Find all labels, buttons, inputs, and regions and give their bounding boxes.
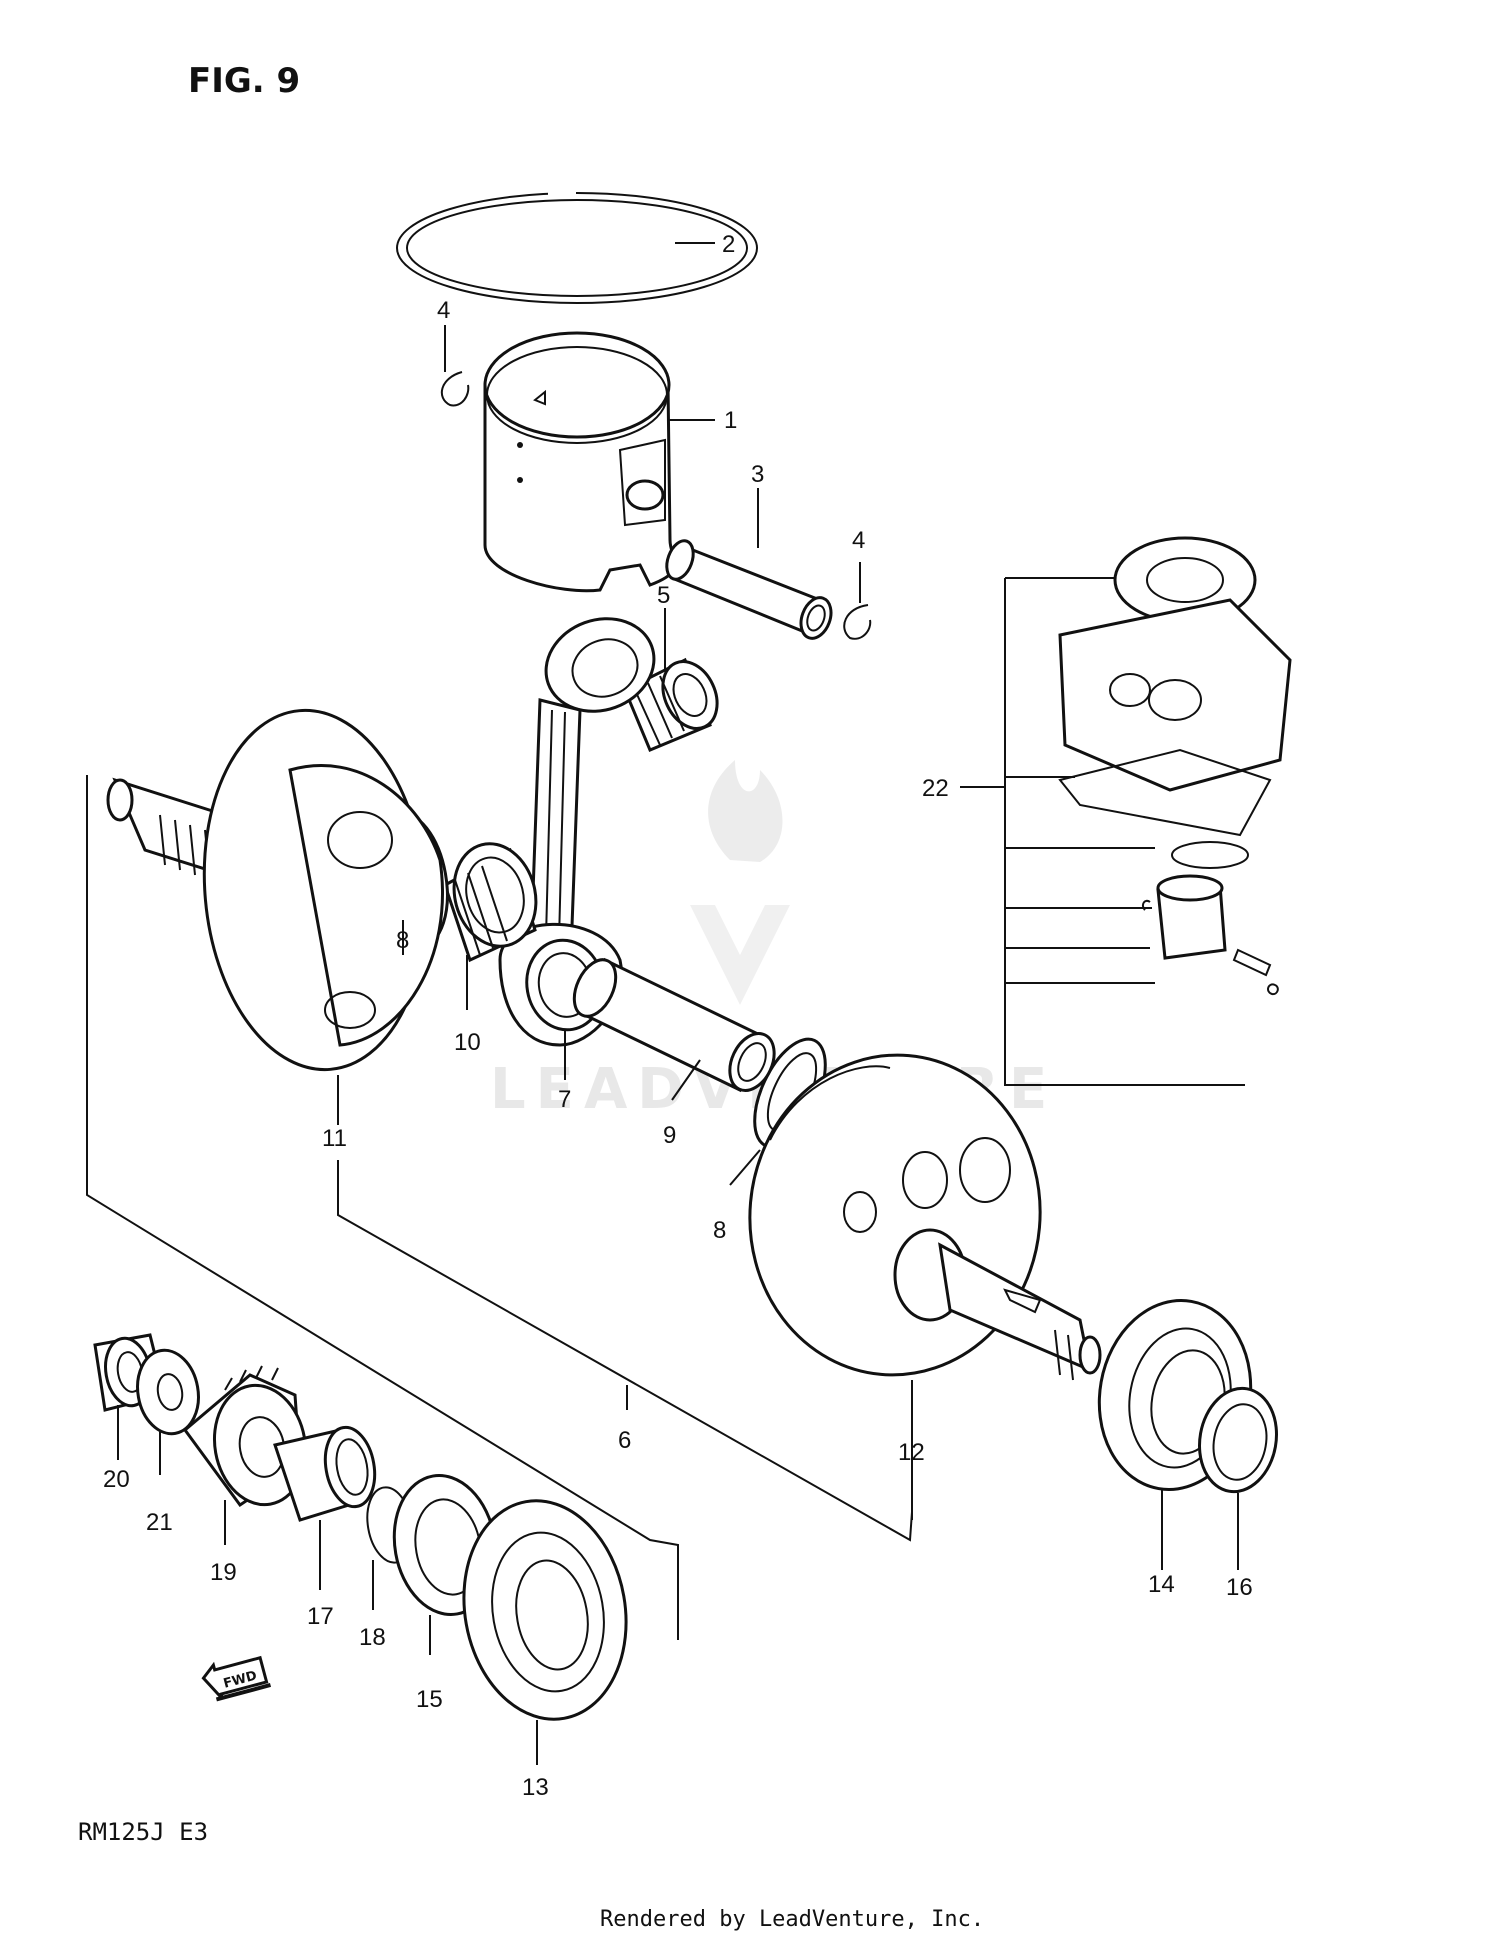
callout-5: 5 xyxy=(657,582,670,609)
callout-9: 9 xyxy=(663,1122,676,1149)
leader-lines xyxy=(86,242,1239,1765)
oil-seal-right xyxy=(1198,1386,1278,1494)
callout-14: 14 xyxy=(1148,1571,1175,1598)
footer-credit: Rendered by LeadVenture, Inc. xyxy=(600,1907,984,1932)
callout-3: 3 xyxy=(751,461,764,488)
forward-direction-arrow: FWD xyxy=(201,1655,272,1702)
callout-8-right: 8 xyxy=(713,1217,726,1244)
callout-19: 19 xyxy=(210,1559,237,1586)
circlip-left xyxy=(440,371,470,407)
washer xyxy=(136,1348,200,1436)
spacer xyxy=(273,1425,377,1522)
callout-20: 20 xyxy=(103,1466,130,1493)
circlip-right xyxy=(843,604,872,640)
gasket-set-inset xyxy=(1004,536,1292,1086)
piston xyxy=(483,331,677,593)
callout-8-left: 8 xyxy=(396,927,409,954)
callout-2: 2 xyxy=(722,231,735,258)
callout-7: 7 xyxy=(558,1086,571,1113)
crankshaft-left xyxy=(106,708,444,1072)
callout-22: 22 xyxy=(922,775,949,802)
callout-1: 1 xyxy=(724,407,737,434)
callout-21: 21 xyxy=(146,1509,173,1536)
figure-title: FIG. 9 xyxy=(188,61,300,101)
callout-18: 18 xyxy=(359,1624,386,1651)
callout-12: 12 xyxy=(898,1439,925,1466)
callout-15: 15 xyxy=(416,1686,443,1713)
crankshaft-right xyxy=(748,1053,1102,1381)
callout-13: 13 xyxy=(522,1774,549,1801)
callout-10: 10 xyxy=(454,1029,481,1056)
main-bearing-left xyxy=(462,1499,628,1721)
callout-6: 6 xyxy=(618,1427,631,1454)
crank-pin xyxy=(572,957,776,1093)
big-end-bearing xyxy=(443,842,538,963)
callout-4-left: 4 xyxy=(437,297,450,324)
piston-ring xyxy=(396,185,758,304)
model-code: RM125J E3 xyxy=(78,1818,208,1846)
callout-17: 17 xyxy=(307,1603,334,1630)
callout-4-right: 4 xyxy=(852,527,865,554)
callout-16: 16 xyxy=(1226,1574,1253,1601)
callout-11: 11 xyxy=(322,1125,347,1152)
piston-pin xyxy=(665,539,833,640)
callouts: 2 1 4 3 4 5 22 8 10 7 9 8 11 6 12 14 16 … xyxy=(103,231,1253,1801)
